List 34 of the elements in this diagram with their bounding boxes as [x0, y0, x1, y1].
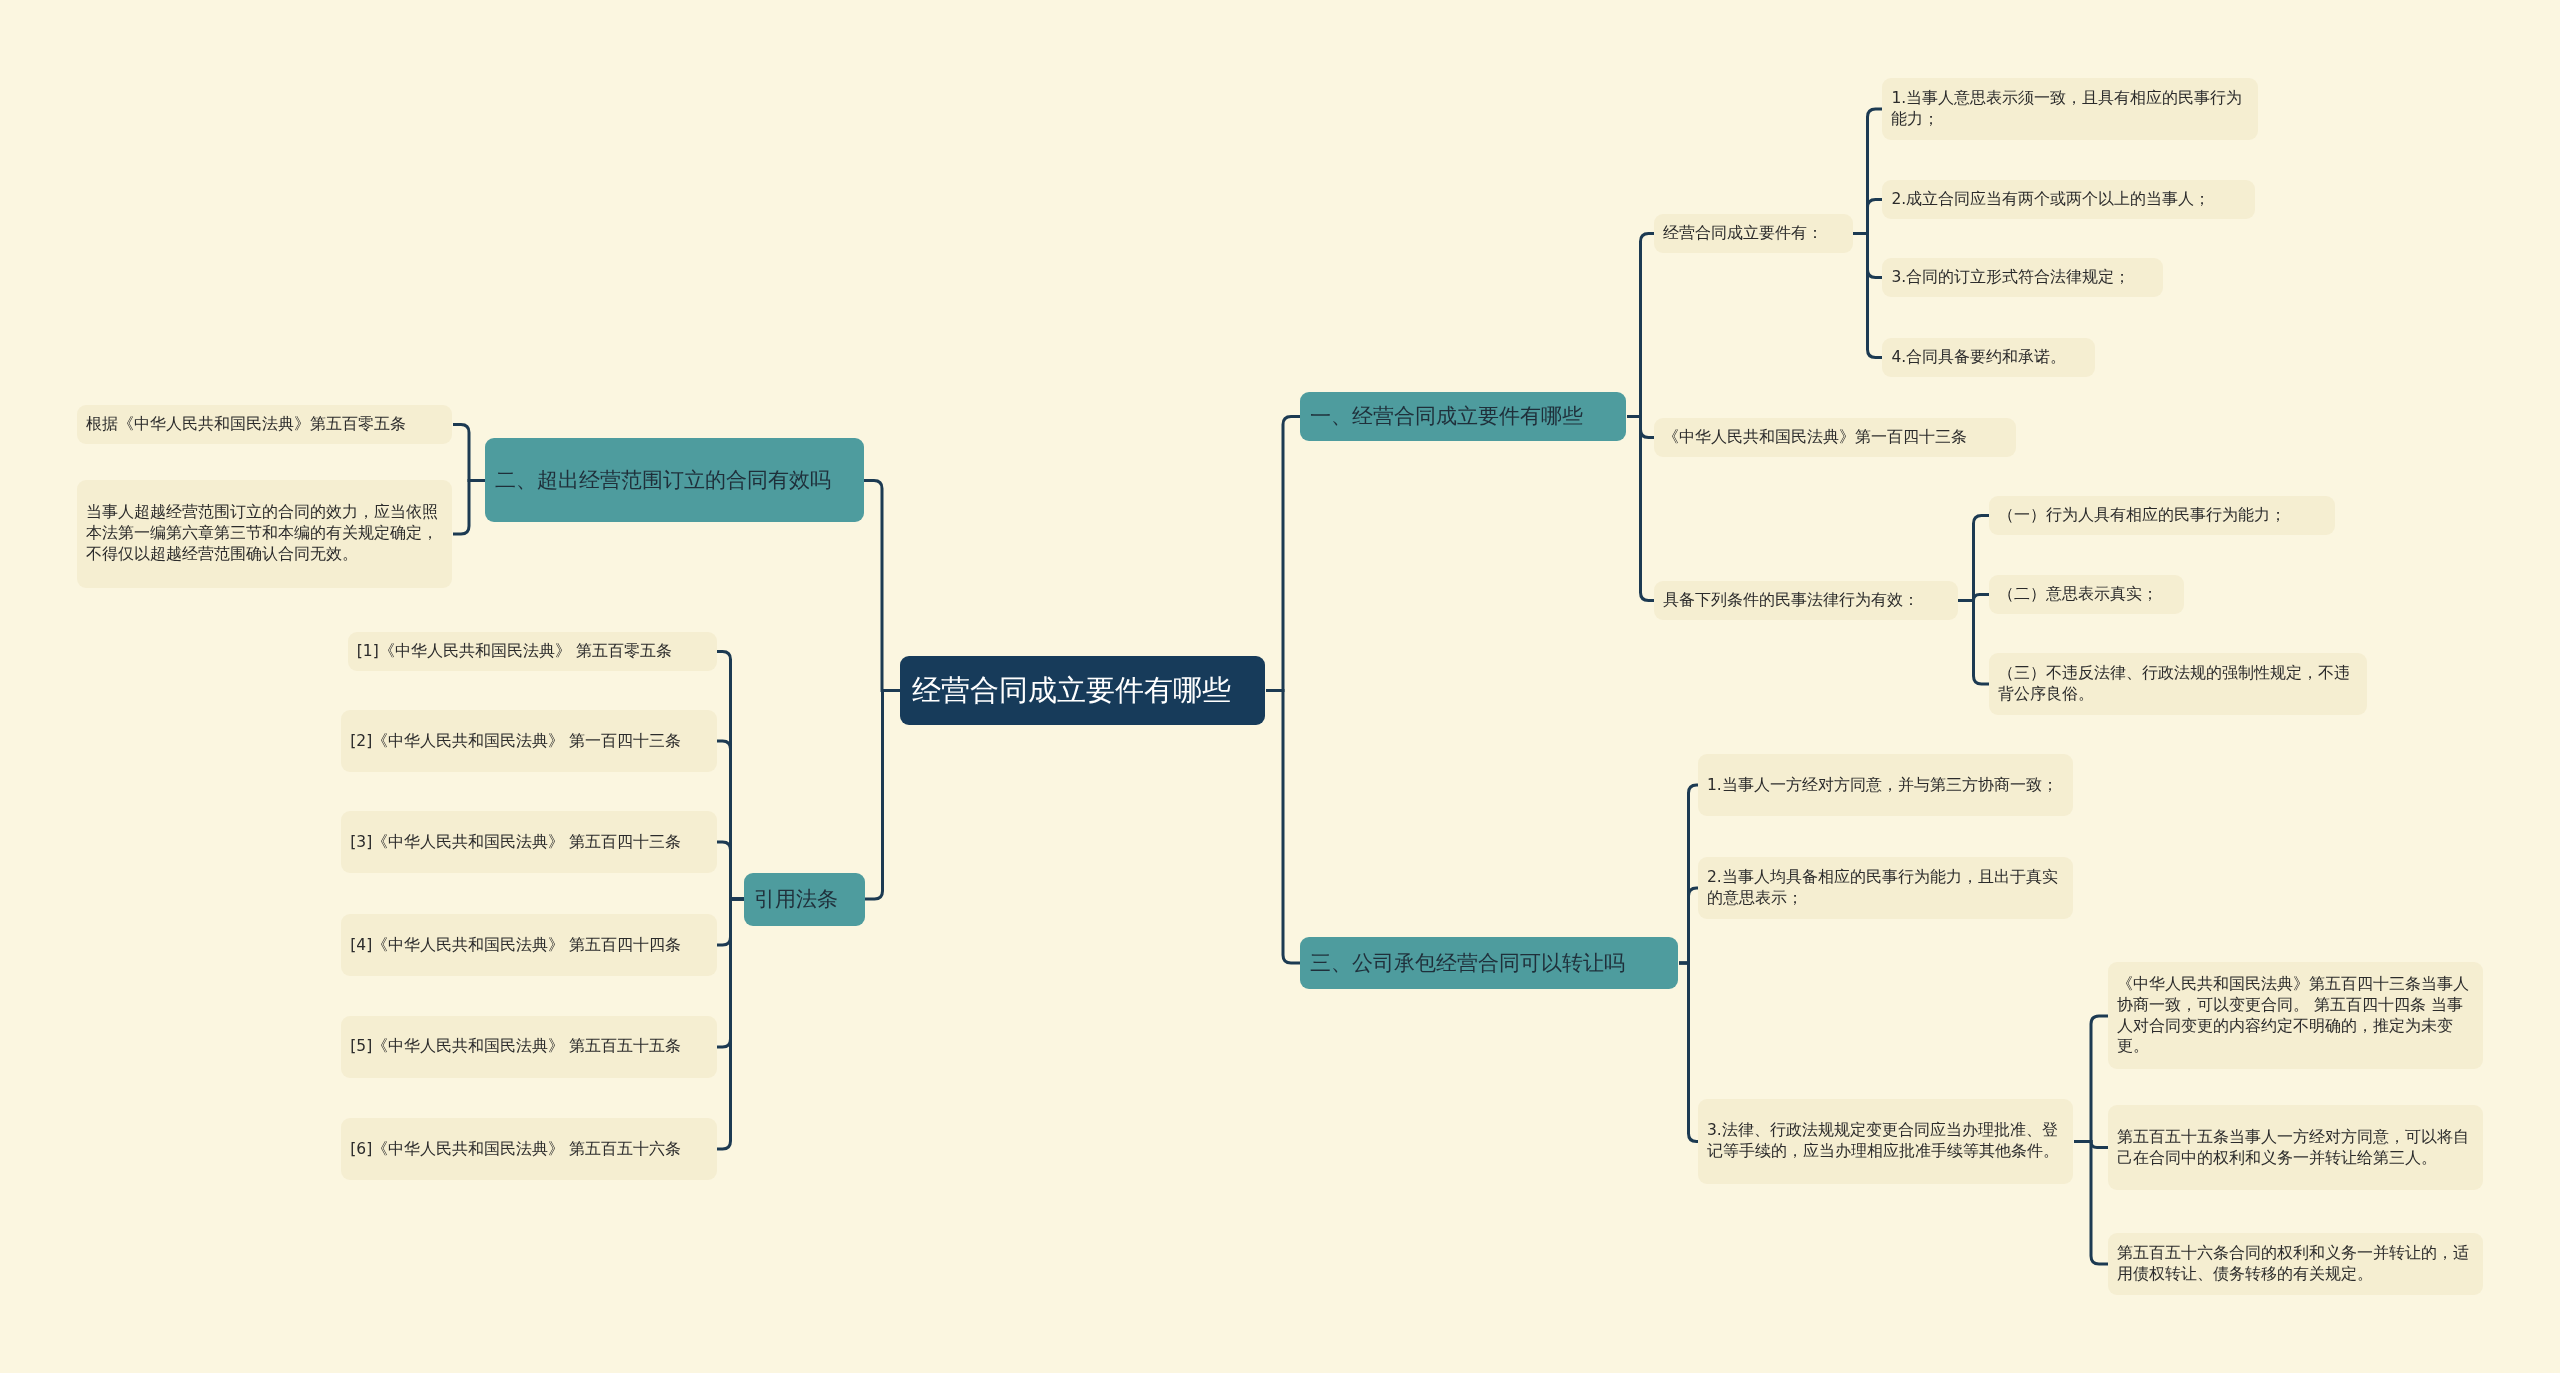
subtopic-box: 3.合同的订立形式符合法律规定； — [1882, 257, 2164, 298]
subtopic-box: 4.合同具备要约和承诺。 — [1882, 337, 2095, 378]
connector-line — [1679, 961, 1699, 1143]
connector-line — [1958, 599, 1989, 686]
subtopic-box: 经营合同成立要件有： — [1653, 213, 1854, 254]
subtopic-box: 第五百五十五条当事人一方经对方同意，可以将自己在合同中的权利和义务一并转让给第三人。 — [2107, 1105, 2484, 1191]
subtopic-box: 根据《中华人民共和国民法典》第五百零五条 — [76, 404, 453, 445]
subtopic-box: 《中华人民共和国民法典》第五百四十三条当事人协商一致，可以变更合同。 第五百四十四条 当事人对合同变更的内容约定不明确的，推定为未变更。 — [2107, 961, 2484, 1070]
subtopic-box: 1.当事人一方经对方同意，并与第三方协商一致； — [1697, 754, 2074, 817]
branch-topic-box: 二、超出经营范围订立的合同有效吗 — [484, 437, 864, 523]
subtopic-box: [2]《中华人民共和国民法典》 第一百四十三条 — [341, 710, 717, 773]
subtopic-box: 第五百五十六条合同的权利和义务一并转让的，适用债权转让、债务转移的有关规定。 — [2107, 1232, 2484, 1295]
subtopic-box: （三）不违反法律、行政法规的强制性规定，不违背公序良俗。 — [1988, 653, 2368, 716]
subtopic-box: [4]《中华人民共和国民法典》 第五百四十四条 — [341, 914, 717, 977]
connector-line — [1266, 689, 1300, 965]
subtopic-box: 具备下列条件的民事法律行为有效： — [1653, 581, 1958, 621]
subtopic-box: 《中华人民共和国民法典》第一百四十三条 — [1653, 417, 2017, 458]
subtopic-box: [1]《中华人民共和国民法典》 第五百零五条 — [347, 631, 717, 671]
connector-line — [453, 479, 485, 536]
subtopic-box: [6]《中华人民共和国民法典》 第五百五十六条 — [341, 1118, 717, 1181]
branch-topic-box: 引用法条 — [744, 873, 866, 926]
central-topic-box: 经营合同成立要件有哪些 — [899, 656, 1266, 725]
subtopic-box: 1.当事人意思表示须一致，且具有相应的民事行为能力； — [1882, 78, 2258, 141]
subtopic-box: [3]《中华人民共和国民法典》 第五百四十三条 — [341, 811, 717, 874]
subtopic-box: 2.成立合同应当有两个或两个以上的当事人； — [1882, 179, 2255, 219]
subtopic-box: 2.当事人均具备相应的民事行为能力，且出于真实的意思表示； — [1697, 857, 2074, 920]
subtopic-box: 当事人超越经营范围订立的合同的效力，应当依照本法第一编第六章第三节和本编的有关规定确定，不得仅以超越经营范围确认合同无效。 — [76, 480, 453, 588]
subtopic-box: [5]《中华人民共和国民法典》 第五百五十五条 — [341, 1015, 717, 1078]
branch-topic-box: 三、公司承包经营合同可以转让吗 — [1299, 937, 1679, 990]
subtopic-box: （二）意思表示真实； — [1988, 574, 2185, 614]
subtopic-box: （一）行为人具有相应的民事行为能力； — [1988, 496, 2335, 536]
subtopic-box: 3.法律、行政法规规定变更合同应当办理批准、登记等手续的，应当办理相应批准手续等其他条件。 — [1697, 1098, 2074, 1184]
branch-topic-box: 一、经营合同成立要件有哪些 — [1299, 391, 1627, 441]
connector-line — [865, 689, 900, 901]
